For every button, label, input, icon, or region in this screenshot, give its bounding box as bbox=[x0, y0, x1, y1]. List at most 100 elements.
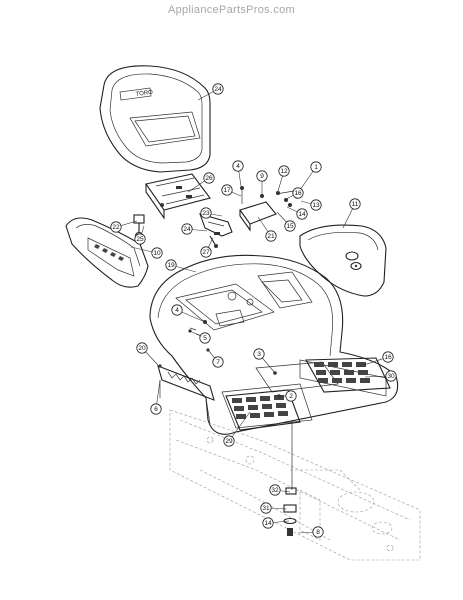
callout-circle bbox=[256, 170, 268, 182]
callout-c8[interactable]: 8 bbox=[312, 526, 324, 538]
callout-circle bbox=[269, 484, 281, 496]
callout-circle bbox=[312, 526, 324, 538]
callout-label: 17 bbox=[223, 187, 231, 194]
callout-label: 1 bbox=[314, 164, 318, 171]
callout-label: 29 bbox=[225, 438, 233, 445]
seat-bracket[interactable] bbox=[145, 173, 211, 220]
callout-c24[interactable]: 24 bbox=[212, 83, 224, 95]
callout-c32[interactable]: 32 bbox=[269, 484, 281, 496]
callout-c25[interactable]: 25 bbox=[134, 233, 146, 245]
callout-circle bbox=[212, 356, 224, 368]
callout-c17[interactable]: 17 bbox=[221, 184, 233, 196]
callout-c3[interactable]: 3 bbox=[253, 348, 265, 360]
callout-c16[interactable]: 16 bbox=[382, 351, 394, 363]
callout-circle bbox=[385, 370, 397, 382]
callout-c13[interactable]: 13 bbox=[310, 199, 322, 211]
callout-c14[interactable]: 14 bbox=[262, 517, 274, 529]
seat-adjust-lever[interactable] bbox=[199, 213, 233, 237]
foot-tread-right[interactable] bbox=[305, 357, 391, 393]
callout-c6[interactable]: 6 bbox=[150, 403, 162, 415]
callout-circle bbox=[151, 247, 163, 259]
callout-c24b[interactable]: 24 bbox=[181, 223, 193, 235]
watermark: AppliancePartsPros.com bbox=[167, 4, 296, 16]
callout-c14a[interactable]: 14 bbox=[296, 208, 308, 220]
callout-circle bbox=[150, 403, 162, 415]
seat-knob-hardware[interactable] bbox=[133, 214, 218, 248]
mounting-stack[interactable] bbox=[283, 420, 297, 536]
callout-label: 30 bbox=[387, 373, 395, 380]
callout-c31[interactable]: 31 bbox=[260, 502, 272, 514]
callout-circle bbox=[253, 348, 265, 360]
callout-c20[interactable]: 20 bbox=[136, 342, 148, 354]
callout-circle bbox=[296, 208, 308, 220]
callout-c29[interactable]: 29 bbox=[223, 435, 235, 447]
fender-body[interactable] bbox=[149, 254, 399, 435]
callout-circle bbox=[200, 207, 212, 219]
callout-c15[interactable]: 15 bbox=[284, 220, 296, 232]
callout-label: 9 bbox=[260, 173, 264, 180]
callout-c4a[interactable]: 4 bbox=[232, 160, 244, 172]
callout-circle bbox=[181, 223, 193, 235]
callout-c5[interactable]: 5 bbox=[199, 332, 211, 344]
callout-label: 23 bbox=[202, 210, 210, 217]
callout-circle bbox=[278, 165, 290, 177]
callout-c23[interactable]: 23 bbox=[200, 207, 212, 219]
callout-label: 32 bbox=[271, 487, 279, 494]
callout-circle bbox=[221, 184, 233, 196]
callout-label: 25 bbox=[136, 236, 144, 243]
callout-c1[interactable]: 1 bbox=[310, 161, 322, 173]
callout-c2[interactable]: 2 bbox=[285, 390, 297, 402]
callout-label: 15 bbox=[286, 223, 294, 230]
callout-circle bbox=[265, 230, 277, 242]
console-right[interactable] bbox=[299, 224, 387, 297]
callout-c16b[interactable]: 16 bbox=[292, 187, 304, 199]
callout-c27[interactable]: 27 bbox=[200, 246, 212, 258]
callout-label: 21 bbox=[267, 233, 275, 240]
callout-label: 6 bbox=[154, 406, 158, 413]
tractor-frame bbox=[169, 409, 421, 561]
callout-label: 8 bbox=[316, 529, 320, 536]
callout-label: 14 bbox=[264, 520, 272, 527]
callout-label: 2 bbox=[289, 393, 293, 400]
callout-c4b[interactable]: 4 bbox=[171, 304, 183, 316]
callout-circle bbox=[232, 160, 244, 172]
callout-c10[interactable]: 10 bbox=[151, 247, 163, 259]
foot-tread-left[interactable] bbox=[225, 389, 301, 431]
callout-label: 7 bbox=[216, 359, 220, 366]
callout-label: 4 bbox=[175, 307, 179, 314]
console-left[interactable] bbox=[65, 217, 149, 288]
callout-circle bbox=[260, 502, 272, 514]
leader-lines bbox=[115, 88, 392, 534]
callout-circle bbox=[262, 517, 274, 529]
callout-c30[interactable]: 30 bbox=[385, 370, 397, 382]
callout-c9[interactable]: 9 bbox=[256, 170, 268, 182]
callout-circle bbox=[310, 199, 322, 211]
callout-circle bbox=[110, 221, 122, 233]
callout-c7[interactable]: 7 bbox=[212, 356, 224, 368]
callout-circle bbox=[223, 435, 235, 447]
callout-circle bbox=[200, 246, 212, 258]
callout-c12[interactable]: 12 bbox=[278, 165, 290, 177]
callout-label: 16 bbox=[294, 190, 302, 197]
callout-c19[interactable]: 19 bbox=[165, 259, 177, 271]
callout-label: 3 bbox=[257, 351, 261, 358]
callout-label: 22 bbox=[112, 224, 120, 231]
seat[interactable]: TORO bbox=[99, 65, 211, 173]
callout-c11[interactable]: 11 bbox=[349, 198, 361, 210]
callout-label: 26 bbox=[205, 175, 213, 182]
callout-circle bbox=[199, 332, 211, 344]
callout-c21[interactable]: 21 bbox=[265, 230, 277, 242]
callout-c26[interactable]: 26 bbox=[203, 172, 215, 184]
body-hardware[interactable] bbox=[188, 320, 281, 398]
side-skirt[interactable] bbox=[157, 364, 215, 401]
callout-label: 16 bbox=[384, 354, 392, 361]
callout-circle bbox=[171, 304, 183, 316]
callout-circle bbox=[284, 220, 296, 232]
callout-circle bbox=[165, 259, 177, 271]
callout-label: 27 bbox=[202, 249, 210, 256]
callout-label: 14 bbox=[298, 211, 306, 218]
callout-c22[interactable]: 22 bbox=[110, 221, 122, 233]
callout-label: 4 bbox=[236, 163, 240, 170]
